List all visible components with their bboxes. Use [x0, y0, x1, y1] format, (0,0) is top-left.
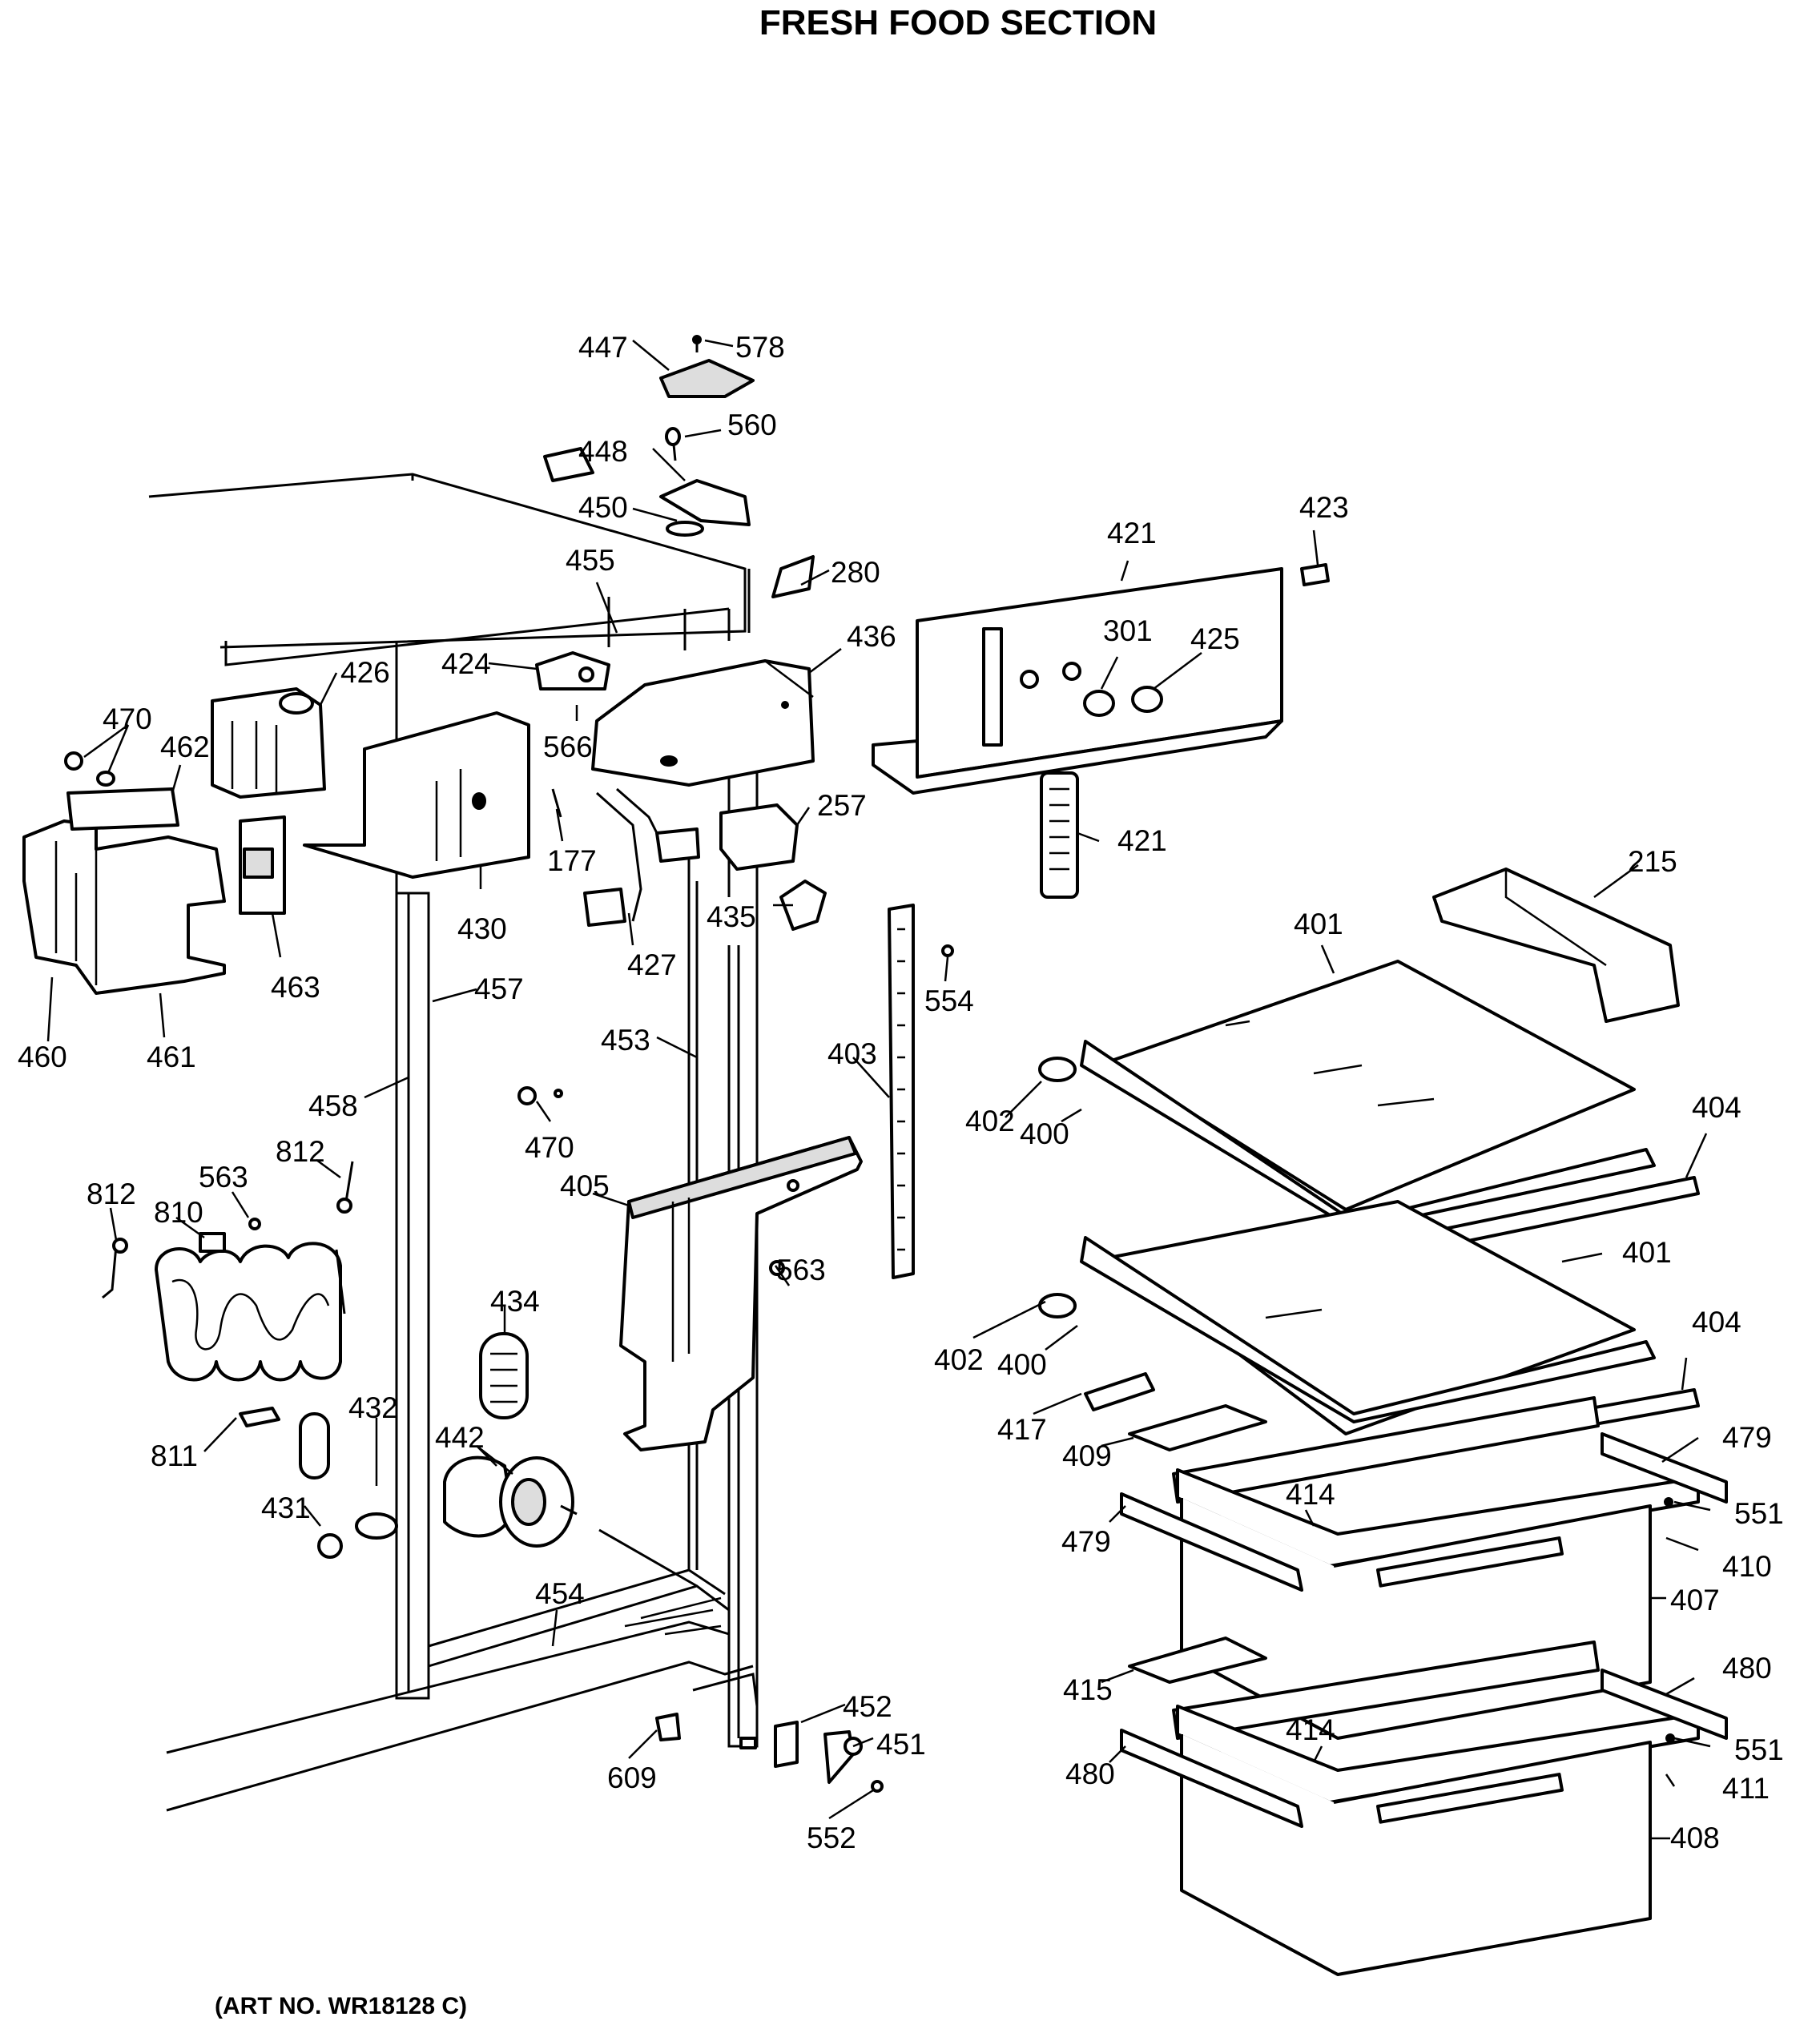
callout-434: 434	[490, 1285, 540, 1318]
callout-453: 453	[601, 1024, 650, 1057]
callout-554: 554	[924, 984, 974, 1017]
callout-411: 411	[1722, 1772, 1770, 1805]
callout-470-upper: 470	[103, 703, 152, 735]
callout-454: 454	[535, 1577, 585, 1610]
callout-563-left: 563	[199, 1161, 248, 1194]
callout-447: 447	[578, 331, 628, 364]
callout-400-lower: 400	[997, 1348, 1047, 1381]
callout-404-upper: 404	[1692, 1091, 1741, 1124]
damper-assembly	[22, 687, 326, 995]
callout-460: 460	[18, 1041, 67, 1073]
callout-470-lower: 470	[525, 1131, 574, 1164]
callout-430: 430	[457, 912, 507, 945]
callout-402-upper: 402	[965, 1105, 1015, 1137]
leader-lines	[46, 339, 1711, 1840]
callout-609: 609	[607, 1761, 657, 1794]
callout-560: 560	[727, 409, 777, 441]
callout-402-lower: 402	[934, 1343, 984, 1376]
callout-407: 407	[1670, 1584, 1720, 1616]
callout-425: 425	[1190, 622, 1240, 655]
callout-451: 451	[876, 1728, 926, 1761]
callout-415: 415	[1063, 1673, 1113, 1706]
callout-812-right: 812	[276, 1135, 325, 1168]
callout-563-center: 563	[776, 1254, 826, 1286]
callout-566: 566	[543, 731, 593, 763]
callout-257: 257	[817, 789, 867, 822]
shelves-and-drawers	[1038, 868, 1728, 1976]
callout-432: 432	[348, 1391, 398, 1424]
wiring-harness	[583, 787, 827, 931]
fan-assembly	[443, 1332, 578, 1548]
control-housing	[303, 447, 610, 879]
callout-578: 578	[735, 331, 785, 364]
callout-463: 463	[271, 971, 320, 1004]
shelf-ladder	[888, 904, 954, 1279]
center-duct	[517, 1086, 863, 1451]
diagram-title: FRESH FOOD SECTION	[759, 3, 1158, 42]
callout-452: 452	[843, 1690, 892, 1723]
callout-480-right: 480	[1722, 1652, 1772, 1685]
callout-457: 457	[474, 972, 524, 1005]
callout-479-right: 479	[1722, 1421, 1772, 1454]
callout-408: 408	[1670, 1822, 1720, 1854]
callout-421-panel: 421	[1107, 517, 1157, 550]
callout-812-left: 812	[87, 1178, 136, 1210]
callout-480-left: 480	[1065, 1757, 1115, 1790]
callout-462: 462	[160, 731, 210, 763]
callout-436: 436	[847, 620, 896, 653]
callout-409: 409	[1062, 1439, 1112, 1472]
callout-427: 427	[627, 948, 677, 981]
callout-455: 455	[566, 544, 615, 577]
callout-426: 426	[340, 656, 390, 689]
callout-400-upper: 400	[1020, 1117, 1069, 1150]
callout-442: 442	[435, 1421, 485, 1454]
callout-417: 417	[997, 1413, 1047, 1446]
callout-414-lower: 414	[1286, 1713, 1335, 1746]
callout-401-upper: 401	[1294, 908, 1343, 940]
callout-405: 405	[560, 1170, 610, 1202]
callout-424: 424	[441, 647, 491, 680]
callout-401-lower: 401	[1622, 1236, 1672, 1269]
callout-461: 461	[147, 1041, 196, 1073]
callout-301: 301	[1103, 614, 1153, 647]
art-number: (ART NO. WR18128 C)	[215, 1993, 468, 2019]
callout-551-lower: 551	[1734, 1733, 1784, 1766]
defrost-heater	[102, 1161, 398, 1559]
callout-404-lower: 404	[1692, 1306, 1741, 1339]
callout-450: 450	[578, 491, 628, 524]
callout-414-upper: 414	[1286, 1478, 1335, 1511]
callout-551-upper: 551	[1734, 1497, 1784, 1530]
top-hinge-assembly	[659, 335, 815, 598]
callout-labels: 447 578 448 560 450 455 280 421 423 424 …	[18, 331, 1784, 1854]
callout-280: 280	[831, 556, 880, 589]
control-panel	[872, 563, 1330, 899]
bottom-hinge	[655, 1713, 884, 1793]
callout-421-grille: 421	[1117, 824, 1167, 857]
callout-215: 215	[1628, 845, 1677, 878]
callout-810: 810	[154, 1196, 203, 1229]
callout-410: 410	[1722, 1550, 1772, 1583]
callout-177: 177	[547, 844, 597, 877]
callout-403: 403	[827, 1037, 877, 1070]
light-shield	[591, 659, 815, 787]
callout-435: 435	[707, 900, 756, 933]
callout-458: 458	[308, 1089, 358, 1122]
callout-423: 423	[1299, 491, 1349, 524]
callout-431: 431	[261, 1492, 311, 1524]
callout-448: 448	[578, 435, 628, 468]
callout-479-left: 479	[1061, 1525, 1111, 1558]
callout-552: 552	[807, 1822, 856, 1854]
callout-811: 811	[151, 1439, 198, 1472]
